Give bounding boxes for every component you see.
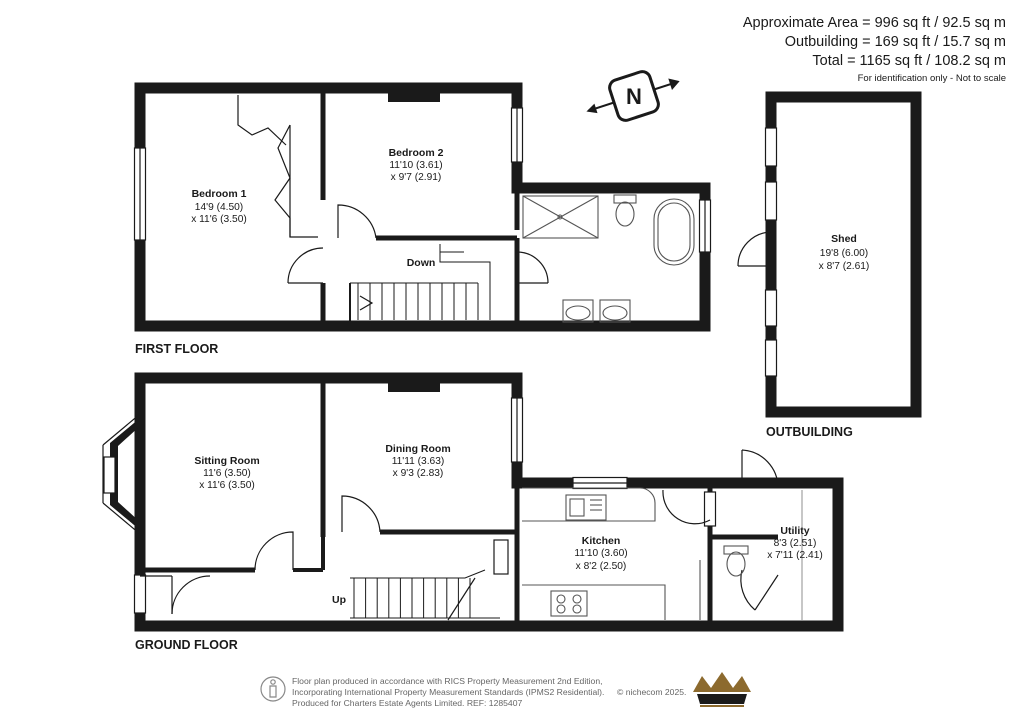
sink-icon — [565, 494, 607, 521]
doors-ground-floor — [140, 449, 779, 615]
room-dim-dining-room: 11'11 (3.63) — [392, 456, 445, 467]
room-dim-sitting-room: 11'6 (3.50) — [203, 468, 251, 479]
total-area: Total = 1165 sq ft / 108.2 sq m — [812, 53, 1006, 69]
room-dim-kitchen: 11'10 (3.60) — [574, 548, 627, 559]
floor-label-first: FIRST FLOOR — [135, 342, 218, 356]
toilet-cistern — [613, 194, 637, 204]
ground-floor-stairs — [350, 569, 500, 621]
toilet-icon — [615, 201, 635, 227]
copyright-text: © nichecom 2025. — [617, 687, 687, 697]
room-dim-shed: 19'8 (6.00) — [820, 248, 868, 259]
outbuilding-area: Outbuilding = 169 sq ft / 15.7 sq m — [784, 34, 1006, 50]
hob-icon — [550, 590, 588, 617]
footer-line: Produced for Charters Estate Agents Limi… — [292, 698, 523, 708]
room-dim-utility: x 7'11 (2.41) — [767, 550, 823, 561]
footer-line: Floor plan produced in accordance with R… — [292, 676, 603, 686]
doors-first-floor — [287, 204, 549, 284]
room-name-bedroom-1: Bedroom 1 — [192, 188, 247, 200]
ground-floor-outer-wall — [134, 372, 844, 632]
first-floor-stairs — [350, 244, 491, 320]
first-floor-outer-wall — [134, 82, 711, 332]
windows-first-floor — [133, 107, 712, 253]
area-summary: Approximate Area = 996 sq ft / 92.5 sq m… — [743, 14, 1006, 86]
room-name-dining-room: Dining Room — [385, 443, 450, 455]
room-dim-shed: x 8'7 (2.61) — [819, 261, 870, 272]
first-floor-plan — [134, 82, 711, 332]
basin-icon — [599, 299, 631, 323]
stairs-up-label: Up — [332, 594, 346, 606]
shed-door — [737, 231, 772, 268]
bay-window — [102, 413, 141, 535]
bathroom-fixtures — [522, 194, 695, 323]
room-name-sitting-room: Sitting Room — [194, 455, 259, 467]
toilet-icon — [726, 551, 746, 577]
room-dim-bedroom-1: x 11'6 (3.50) — [191, 214, 247, 225]
approximate-area: Approximate Area = 996 sq ft / 92.5 sq m — [742, 15, 1006, 31]
shed-windows — [764, 127, 778, 377]
footer-line: Incorporating International Property Mea… — [292, 687, 605, 697]
room-dim-kitchen: x 8'2 (2.50) — [576, 561, 627, 572]
compass-north-letter: N — [626, 84, 642, 109]
windows-ground-floor — [133, 397, 717, 614]
rics-person-icon — [260, 676, 286, 702]
room-name-utility: Utility — [780, 525, 809, 537]
room-name-kitchen: Kitchen — [582, 535, 621, 547]
ground-floor-plan — [134, 372, 844, 632]
scale-disclaimer: For identification only - Not to scale — [857, 73, 1006, 84]
room-dim-bedroom-1: 14'9 (4.50) — [195, 202, 243, 213]
kitchen-fixtures — [522, 487, 803, 620]
basin-icon — [562, 299, 594, 323]
wardrobe-bifold-doors — [237, 95, 318, 238]
floor-label-ground: GROUND FLOOR — [135, 638, 238, 652]
room-name-bedroom-2: Bedroom 2 — [389, 147, 444, 159]
compass-rose: N — [586, 70, 680, 122]
crown-logo — [693, 672, 751, 707]
floor-label-outbuilding: OUTBUILDING — [766, 425, 853, 439]
room-dim-sitting-room: x 11'6 (3.50) — [199, 480, 255, 491]
room-dim-utility: 8'3 (2.51) — [774, 538, 817, 549]
room-dim-bedroom-2: 11'10 (3.61) — [389, 160, 442, 171]
room-dim-dining-room: x 9'3 (2.83) — [393, 468, 444, 479]
stairs-down-label: Down — [407, 257, 436, 269]
chimney-breast — [388, 88, 440, 102]
room-dim-bedroom-2: x 9'7 (2.91) — [391, 172, 442, 183]
bathtub-icon — [653, 198, 695, 266]
shower-tray — [522, 195, 599, 239]
footer-text: Floor plan produced in accordance with R… — [292, 676, 604, 709]
room-labels: Bedroom 1 14'9 (4.50) x 11'6 (3.50) Bedr… — [191, 147, 869, 606]
room-name-shed: Shed — [831, 233, 857, 245]
